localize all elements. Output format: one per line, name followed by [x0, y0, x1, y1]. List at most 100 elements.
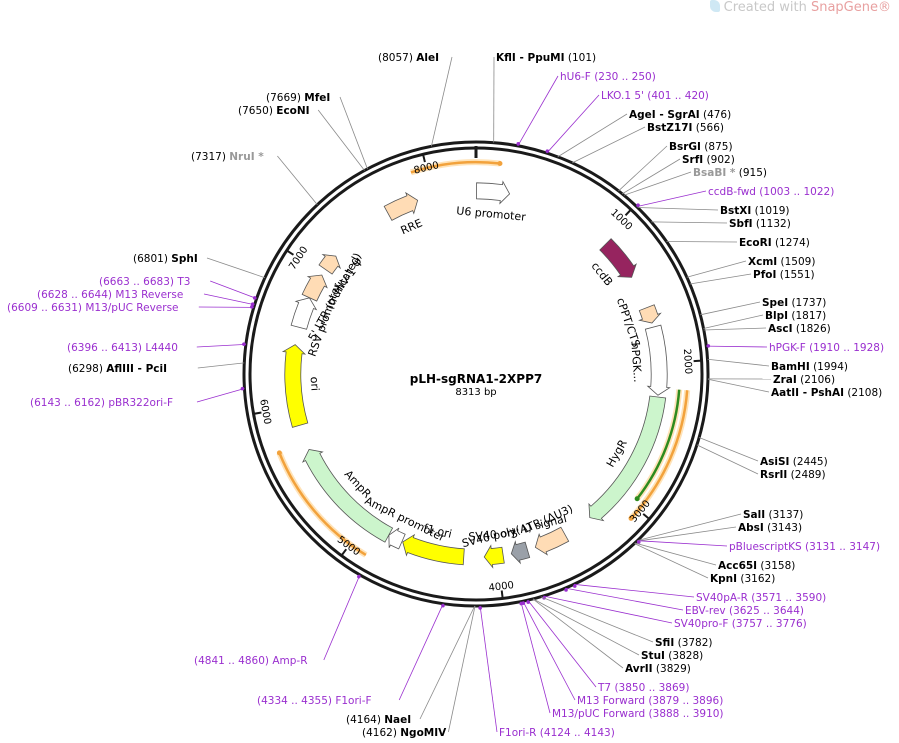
site-label[interactable]: PfoI (1551) [753, 269, 815, 281]
feature-arc [278, 452, 367, 557]
feature-hiv-1-[interactable] [318, 253, 342, 275]
primer-label[interactable]: (6628 .. 6644) M13 Reverse [37, 289, 183, 301]
feature-rre[interactable] [383, 191, 419, 221]
feature-label: cPPT/CTS [614, 296, 643, 349]
site-leader-line [637, 540, 728, 547]
site-label[interactable]: SbfI (1132) [729, 218, 791, 230]
primer-label[interactable]: LKO.1 5' (401 .. 420) [601, 90, 709, 102]
feature-ampr-promoter[interactable] [388, 527, 406, 550]
primer-label[interactable]: (4841 .. 4860) Amp-R [194, 655, 308, 667]
feature-sv40-ori[interactable] [483, 544, 505, 569]
site-label[interactable]: (7650) EcoNI [238, 105, 310, 117]
site-leader-line [634, 543, 709, 579]
site-leader-line [546, 94, 600, 154]
site-leader-line [689, 273, 752, 285]
primer-label[interactable]: SV40pro-F (3757 .. 3776) [674, 618, 807, 630]
primer-label[interactable]: ccdB-fwd (1003 .. 1022) [708, 186, 834, 198]
primer-label[interactable]: hPGK-F (1910 .. 1928) [769, 342, 884, 354]
primer-label[interactable]: pBluescriptKS (3131 .. 3147) [729, 541, 880, 553]
feature-ccdb[interactable] [599, 238, 637, 278]
primer-label[interactable]: (6143 .. 6162) pBR322ori-F [30, 397, 173, 409]
feature-5-ltr-truncated-[interactable] [301, 274, 328, 302]
feature-rsv-promoter[interactable] [290, 297, 318, 330]
site-leader-line [572, 126, 646, 164]
site-label[interactable]: BsrGI (875) [669, 141, 733, 153]
site-label[interactable]: BstZ17I (566) [647, 122, 724, 134]
site-leader-line [686, 260, 747, 278]
backbone-outer-circle [242, 140, 710, 608]
primer-label[interactable]: (6663 .. 6683) T3 [99, 276, 190, 288]
site-leader-line [707, 378, 770, 393]
feature-3-ltr-u3-[interactable] [534, 526, 570, 556]
site-label[interactable]: BlpI (1817) [765, 310, 826, 322]
feature-sv40-poly-a-signal[interactable] [510, 540, 531, 565]
feature-ampr[interactable] [301, 449, 394, 543]
site-leader-line [520, 601, 551, 714]
site-label[interactable]: BsaBI * (915) [693, 167, 767, 179]
site-leader-line [698, 437, 759, 462]
site-label[interactable]: SrfI (902) [682, 154, 735, 166]
site-leader-line [636, 190, 707, 208]
site-leader-line [636, 526, 737, 542]
site-label[interactable]: AbsI (3143) [738, 522, 802, 534]
tick-mark [286, 249, 295, 256]
site-label[interactable]: BstXI (1019) [720, 205, 790, 217]
site-leader-line [532, 598, 624, 669]
primer-label[interactable]: M13/pUC Forward (3888 .. 3910) [552, 708, 724, 720]
site-label[interactable]: AvrII (3829) [625, 663, 691, 675]
primer-label[interactable]: F1ori-R (4124 .. 4143) [499, 727, 615, 739]
primer-label[interactable]: (6609 .. 6631) M13/pUC Reverse [7, 302, 179, 314]
primer-label[interactable]: (6396 .. 6413) L4440 [67, 342, 178, 354]
feature-f1-ori[interactable] [402, 533, 465, 566]
site-label[interactable]: AsiSI (2445) [760, 456, 828, 468]
feature-u6-promoter[interactable] [476, 180, 511, 205]
primer-label[interactable]: hU6-F (230 .. 250) [560, 71, 656, 83]
primer-label[interactable]: SV40pA-R (3571 .. 3590) [696, 592, 826, 604]
site-label[interactable]: BamHI (1994) [771, 361, 848, 373]
site-label[interactable]: SpeI (1737) [762, 297, 826, 309]
site-label[interactable]: (7669) MfeI [266, 92, 330, 104]
site-label[interactable]: (4162) NgoMIV [362, 727, 447, 739]
site-label[interactable]: (6298) AflIII - PciI [68, 363, 167, 375]
feature-hpgk-[interactable] [644, 324, 671, 396]
tick-mark [253, 411, 262, 415]
feature-arc-head [497, 161, 503, 167]
feature-arc-head [634, 496, 640, 502]
site-label[interactable]: SalI (3137) [743, 509, 803, 521]
primer-label[interactable]: EBV-rev (3625 .. 3644) [685, 605, 804, 617]
site-label[interactable]: (6801) SphI [133, 253, 198, 265]
feature-label: SV40 ori [468, 526, 515, 543]
primer-label[interactable]: (4334 .. 4355) F1ori-F [257, 695, 372, 707]
site-label[interactable]: RsrII (2489) [760, 469, 826, 481]
site-label[interactable]: XcmI (1509) [748, 256, 815, 268]
feature-arc [630, 390, 689, 520]
primer-label[interactable]: T7 (3850 .. 3869) [597, 682, 689, 694]
site-label[interactable]: AgeI - SgrAI (476) [629, 109, 731, 121]
primer-marker [564, 588, 568, 592]
site-leader-line [203, 293, 255, 306]
site-labels: (8057) AleI KflI - PpuMI (101) hU6-F (230 … [7, 52, 884, 739]
site-label[interactable]: Acc65I (3158) [718, 560, 795, 572]
site-label[interactable]: AscI (1826) [768, 323, 831, 335]
site-label[interactable]: EcoRI (1274) [739, 237, 810, 249]
tick-label: 4000 [488, 580, 515, 594]
site-label[interactable]: (8057) AleI [378, 52, 439, 64]
site-label[interactable]: ZraI (2106) [773, 374, 835, 386]
site-leader-line [196, 388, 245, 403]
primer-label[interactable]: M13 Forward (3879 .. 3896) [577, 695, 723, 707]
site-leader-line [543, 595, 673, 624]
site-label[interactable]: SfiI (3782) [655, 637, 713, 649]
feature-arc [410, 160, 501, 174]
site-leader-line [197, 362, 245, 369]
site-label[interactable]: AatII - PshAI (2108) [771, 387, 882, 399]
primer-marker [636, 540, 641, 544]
site-label[interactable]: KflI - PpuMI (101) [496, 52, 596, 64]
feature-cppt-cts[interactable] [638, 304, 662, 324]
site-leader-line [277, 155, 318, 205]
site-label[interactable]: (7317) NruI * [191, 151, 264, 163]
feature-ori[interactable] [281, 344, 309, 428]
site-label[interactable]: (4164) NaeI [346, 714, 411, 726]
site-label[interactable]: KpnI (3162) [710, 573, 775, 585]
feature-hygr[interactable] [588, 395, 667, 522]
site-label[interactable]: StuI (3828) [641, 650, 703, 662]
